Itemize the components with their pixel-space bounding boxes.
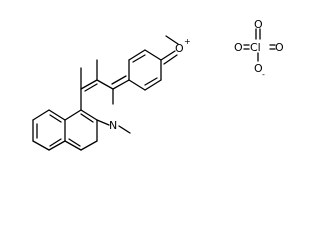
n-methyl-bond [118,125,131,134]
bond [80,140,98,151]
double-bond-inner [49,138,62,147]
exocyclic-bond [111,75,127,85]
carbonyl-bond [163,54,178,65]
quinoid-ring [128,49,162,91]
structure-svg: N O + Cl O O O O - [32,18,284,151]
bond [64,109,82,121]
perchlorate-oxygen-left: O [234,41,243,54]
bond [48,109,66,121]
double-bond-inner [144,77,158,86]
perchlorate-oxygen-right: O [275,41,284,54]
bond [96,79,114,90]
pyridine-ring [80,79,114,126]
perchlorate-oxygen-top: O [254,18,263,31]
bond [32,140,50,151]
nitrogen-atom: N [109,119,117,132]
bond [80,109,98,121]
double-bond-inner [80,113,94,123]
bond [48,140,66,151]
perchlorate [243,28,276,62]
perchlorate-charge: - [262,70,265,79]
bond [96,119,110,126]
bond [144,49,162,61]
chemical-structure-diagram: N O + Cl O O O O - [32,18,284,151]
double-bond-inner [132,54,146,63]
bond [80,79,98,90]
bond [64,140,82,151]
benzo-ring [32,109,66,151]
bond [128,49,146,61]
exocyclic-bond [112,79,130,90]
carbonyl-bond [160,50,176,61]
bond [128,79,146,91]
bond [144,79,162,91]
oxonium-oxygen-atom: O [175,42,184,55]
middle-ring [64,109,98,151]
double-bond-inner [68,138,81,147]
perchlorate-oxygen-bottom: O [254,62,263,75]
oxonium-charge: + [184,37,191,46]
double-bond-inner [84,83,98,92]
bond [32,109,50,121]
double-bond-inner [49,114,62,123]
chlorine-atom: Cl [250,41,261,54]
o-methyl-bond [165,35,179,45]
